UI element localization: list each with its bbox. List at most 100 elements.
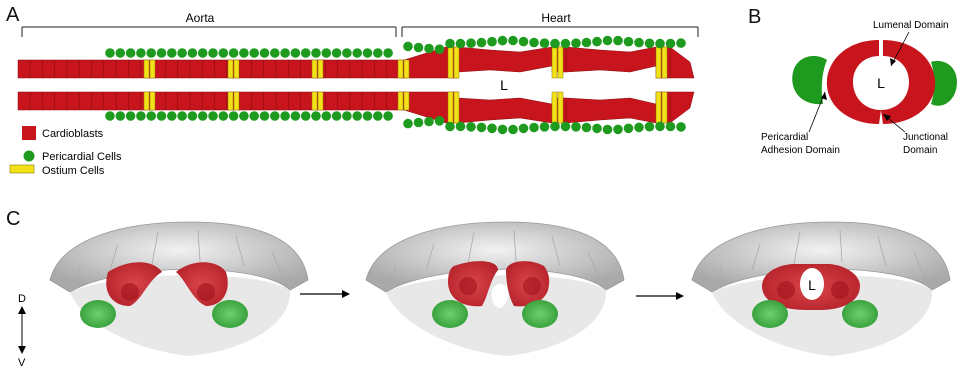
pericardial-cell [666,122,676,132]
pericardial-cell [188,111,198,121]
stage-arrow-2 [636,292,684,300]
pericardial-cell [136,111,146,121]
pericardial-cell [645,39,655,49]
heart-bracket [402,27,698,37]
aorta-bracket [22,27,396,37]
ostium-cell [662,47,667,78]
heart-upper-wall-3 [566,47,656,72]
stage-2-pericardial-left [432,300,468,328]
pericardial-cell [270,111,280,121]
pericardial-cell [167,111,177,121]
pericardial-cell [157,48,167,58]
pericardial-cell [239,111,249,121]
pericardial-cell [363,48,373,58]
pericardial-cell [634,123,644,133]
ostium-cell [662,92,667,123]
panel-c-diagram: L D V [0,210,962,366]
pericardial-cell [508,125,518,135]
pericardial-cell [529,38,539,48]
pericardial-cell [229,111,239,121]
ostium-cell [552,92,557,123]
heart-lumen-label: L [500,77,508,93]
pericardial-cell [477,123,487,133]
pericardial-cell [322,48,332,58]
pericardial-cell [561,39,571,49]
heart-lower-wall-4 [670,92,694,123]
stage-2 [366,222,624,356]
pericardial-cell [456,122,466,132]
ostium-cell [150,60,155,78]
pericardial-cell [435,116,445,126]
junctional-domain-label-line1: Junctional [903,132,948,143]
pericardial-cell [666,39,676,49]
pericardial-cell [280,111,290,121]
stage-1-pericardial-left [80,300,116,328]
pericardial-cell [477,38,487,48]
pericardial-cell [550,122,560,132]
ostium-cell [150,92,155,110]
panel-a: Aorta Heart L [0,0,740,200]
pericardial-cell [260,48,270,58]
pericardial-cell [424,117,434,127]
legend-swatch-ostium [10,165,34,173]
pericardial-cell [383,48,393,58]
pericardial-cell [332,111,342,121]
pericardial-cell [352,111,362,121]
pericardial-cell [332,48,342,58]
legend-swatch-cardioblasts [22,126,36,140]
pericardial-cell [126,111,136,121]
pericardial-cell [373,48,383,58]
pericardial-adhesion-label-line2: Adhesion Domain [761,145,840,156]
stage-1 [50,222,308,356]
heart-upper-wall-4 [670,47,694,78]
pericardial-cell [105,111,115,121]
pericardial-cell [311,48,321,58]
ostium-cell [404,60,409,78]
pericardial-cell [655,39,665,49]
pericardial-cell [157,111,167,121]
pericardial-cell [592,37,602,47]
heart-upper-wall-2 [458,47,552,72]
pericardial-cell [540,122,550,132]
pericardial-cell [624,37,634,47]
pericardial-cell [177,111,187,121]
pericardial-cell [424,44,434,54]
junctional-domain-label-line2: Domain [903,145,937,156]
pericardial-cell [519,37,529,47]
cardioblast-right [881,40,935,124]
pericardial-cell [571,122,581,132]
axis-dorsal-label: D [18,293,26,305]
pericardial-cell [146,111,156,121]
ostium-cell [318,92,323,110]
pericardial-cell [613,125,623,135]
stage-3-lumen-label: L [808,277,816,293]
ostium-cell [234,60,239,78]
pericardial-cell [198,111,208,121]
pericardial-cell [116,48,126,58]
pericardial-cell [239,48,249,58]
stage-2-pericardial-right [522,300,558,328]
pericardial-cell [603,36,613,46]
pericardial-cell [445,39,455,49]
ostium-cell [656,92,661,123]
ostium-cell [558,92,563,123]
panel-b-diagram: L Lumenal Domain Pericardial Adhesion Do… [745,0,962,200]
pericardial-cell [508,36,518,46]
pericardial-cell [249,111,259,121]
pericardial-cell [582,38,592,48]
axis-ventral-label: V [18,357,26,366]
ostium-cell [398,92,403,110]
ostium-cell [454,92,459,123]
pericardial-cell [498,36,508,46]
pericardial-cell [529,123,539,133]
pericardial-cell [301,48,311,58]
pericardial-cell [342,111,352,121]
ostium-cell [144,92,149,110]
stage-arrow-1 [300,290,350,298]
pericardial-cell [383,111,393,121]
legend-swatch-pericardial [24,151,35,162]
pericardial-cell [219,48,229,58]
ostium-cell [404,92,409,110]
pericardial-adhesion-label-line1: Pericardial [761,132,808,143]
legend-label-ostium: Ostium Cells [42,165,105,177]
